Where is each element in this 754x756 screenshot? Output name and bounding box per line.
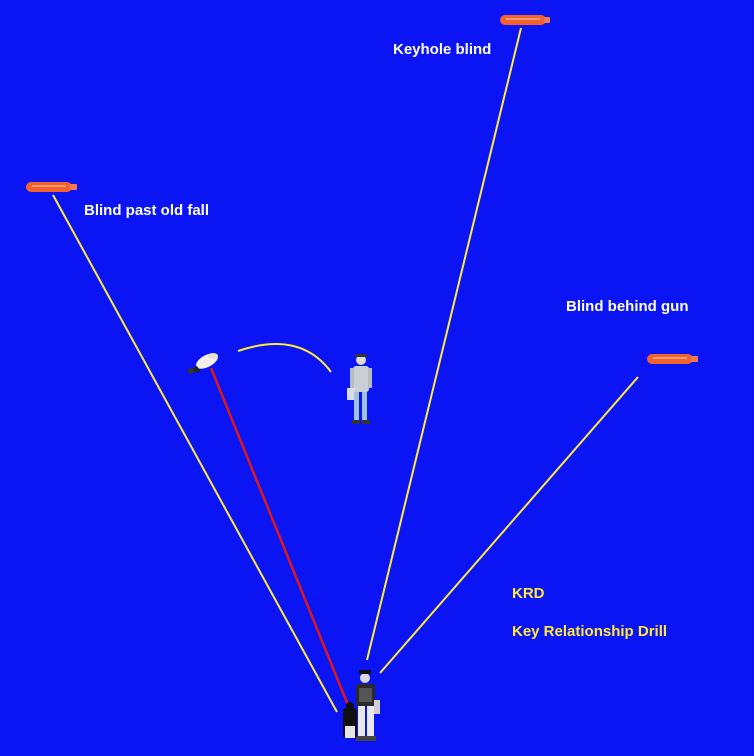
label-keyhole-blind: Keyhole blind — [393, 41, 492, 58]
dog-icon — [343, 702, 357, 738]
bumper-blind-past-old-fall-icon — [26, 182, 77, 192]
handler-icon — [356, 670, 380, 741]
label-blind-past-old-fall: Blind past old fall — [84, 202, 210, 219]
bumper-keyhole-blind-icon — [500, 15, 550, 25]
drill-title: Key Relationship Drill — [512, 623, 668, 640]
bird-icon — [186, 353, 218, 374]
line-to-keyhole-blind — [366, 27, 522, 661]
throw-arc — [237, 343, 332, 373]
line-to-blind-past-old-fall — [52, 194, 338, 713]
line-to-mark — [209, 367, 350, 706]
bumper-blind-behind-gun-icon — [647, 354, 698, 364]
line-to-blind-behind-gun — [379, 376, 639, 674]
gunner-icon — [347, 354, 372, 424]
drill-acronym: KRD — [512, 585, 545, 602]
label-blind-behind-gun: Blind behind gun — [566, 298, 689, 315]
